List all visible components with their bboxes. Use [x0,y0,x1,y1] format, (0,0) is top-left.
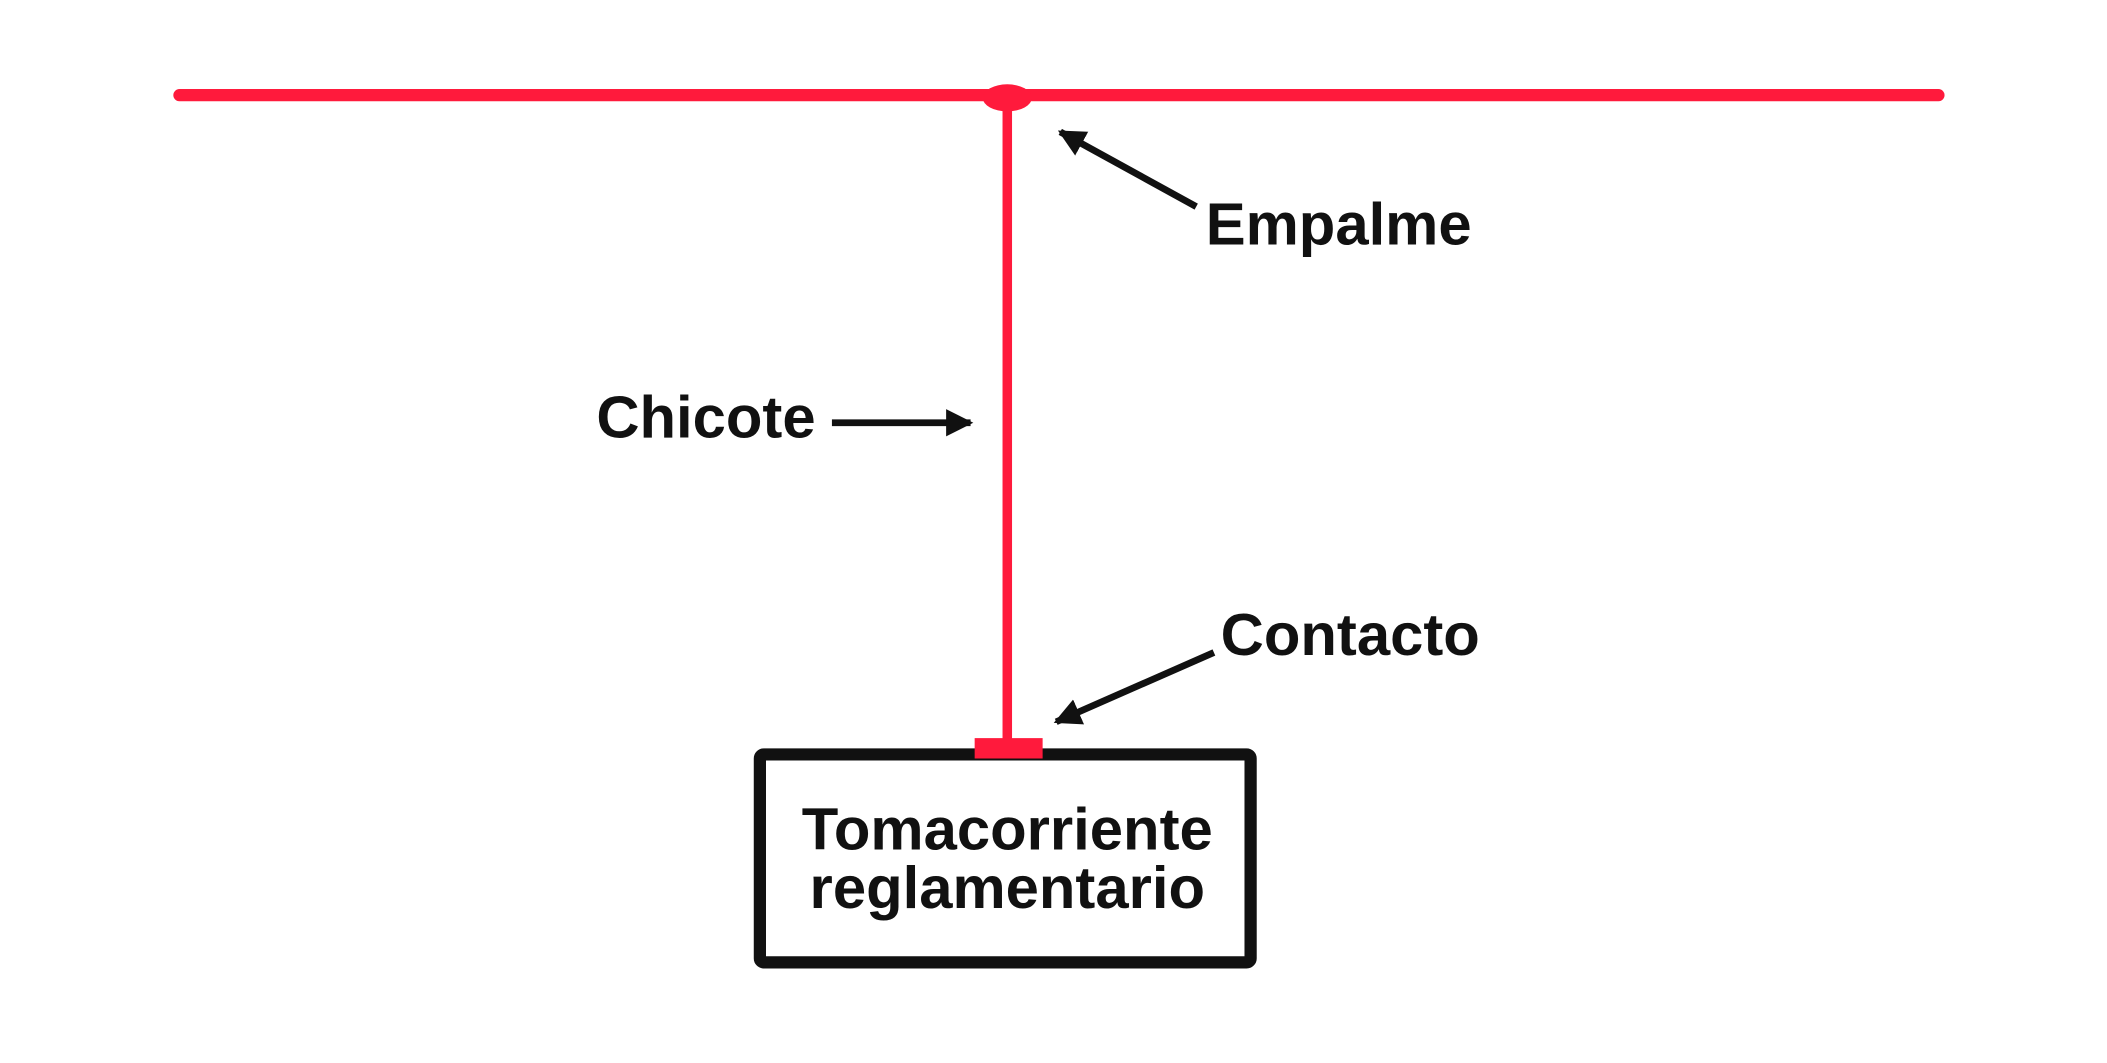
box-label-line2: reglamentario [810,854,1205,921]
contacto-arrow [1053,649,1216,725]
label-chicote: Chicote [596,384,815,451]
empalme-arrow [1057,128,1198,210]
label-contacto: Contacto [1221,601,1480,668]
splice-junction [982,84,1032,112]
contact-connector [974,738,1043,759]
label-empalme: Empalme [1206,191,1472,258]
box-label-line1: Tomacorriente [802,796,1213,863]
